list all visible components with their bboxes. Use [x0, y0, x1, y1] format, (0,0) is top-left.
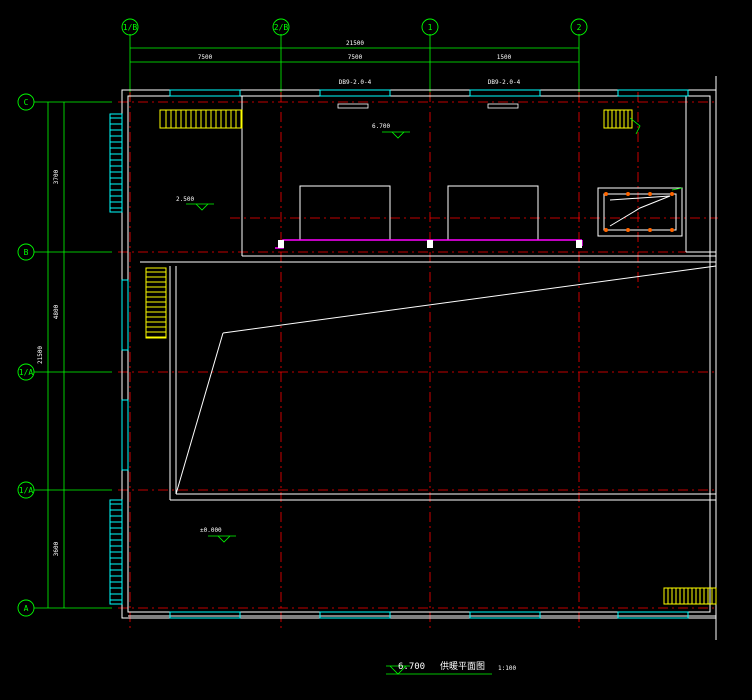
- window-tag-1: DB9-2.0-4: [339, 79, 372, 86]
- axis-label: 1/A: [19, 486, 34, 495]
- left-dim-2: 4800: [53, 304, 60, 319]
- axis-label: A: [24, 604, 29, 613]
- elevation-label-upper: 6.700: [372, 123, 390, 130]
- axis-label: 2/B: [274, 23, 289, 32]
- axis-bubble-top: 2/B: [272, 18, 290, 36]
- dim-segment-2: 7500: [348, 54, 363, 61]
- axis-bubble-left: 1/A: [17, 363, 35, 381]
- left-dim-3: 3600: [53, 541, 60, 556]
- axis-bubble-top: 2: [570, 18, 588, 36]
- elevation-label-ground: ±0.000: [200, 527, 222, 534]
- axis-bubble-left: A: [17, 599, 35, 617]
- left-dim-1: 3700: [53, 169, 60, 184]
- axis-label: C: [24, 98, 29, 107]
- footer-title: 供暖平面图: [440, 660, 485, 672]
- axis-bubble-top: 1/B: [121, 18, 139, 36]
- axis-label: 1/A: [19, 368, 34, 377]
- dim-total: 21500: [346, 40, 364, 47]
- axis-label: 1: [428, 23, 433, 32]
- left-dim-total: 21500: [37, 346, 44, 364]
- axis-label: B: [24, 248, 29, 257]
- elevation-label-mid: 2.500: [176, 196, 194, 203]
- window-tag-2: DB9-2.0-4: [488, 79, 521, 86]
- footer-elevation: 6.700: [398, 662, 425, 672]
- axis-bubble-left: B: [17, 243, 35, 261]
- axis-bubble-left: 1/A: [17, 481, 35, 499]
- footer-scale: 1:100: [498, 665, 516, 672]
- axis-label: 1/B: [123, 23, 138, 32]
- dim-segment-1: 7500: [198, 54, 213, 61]
- axis-bubble-top: 1: [421, 18, 439, 36]
- axis-bubble-left: C: [17, 93, 35, 111]
- dim-segment-3: 1500: [497, 54, 512, 61]
- axis-label: 2: [577, 23, 582, 32]
